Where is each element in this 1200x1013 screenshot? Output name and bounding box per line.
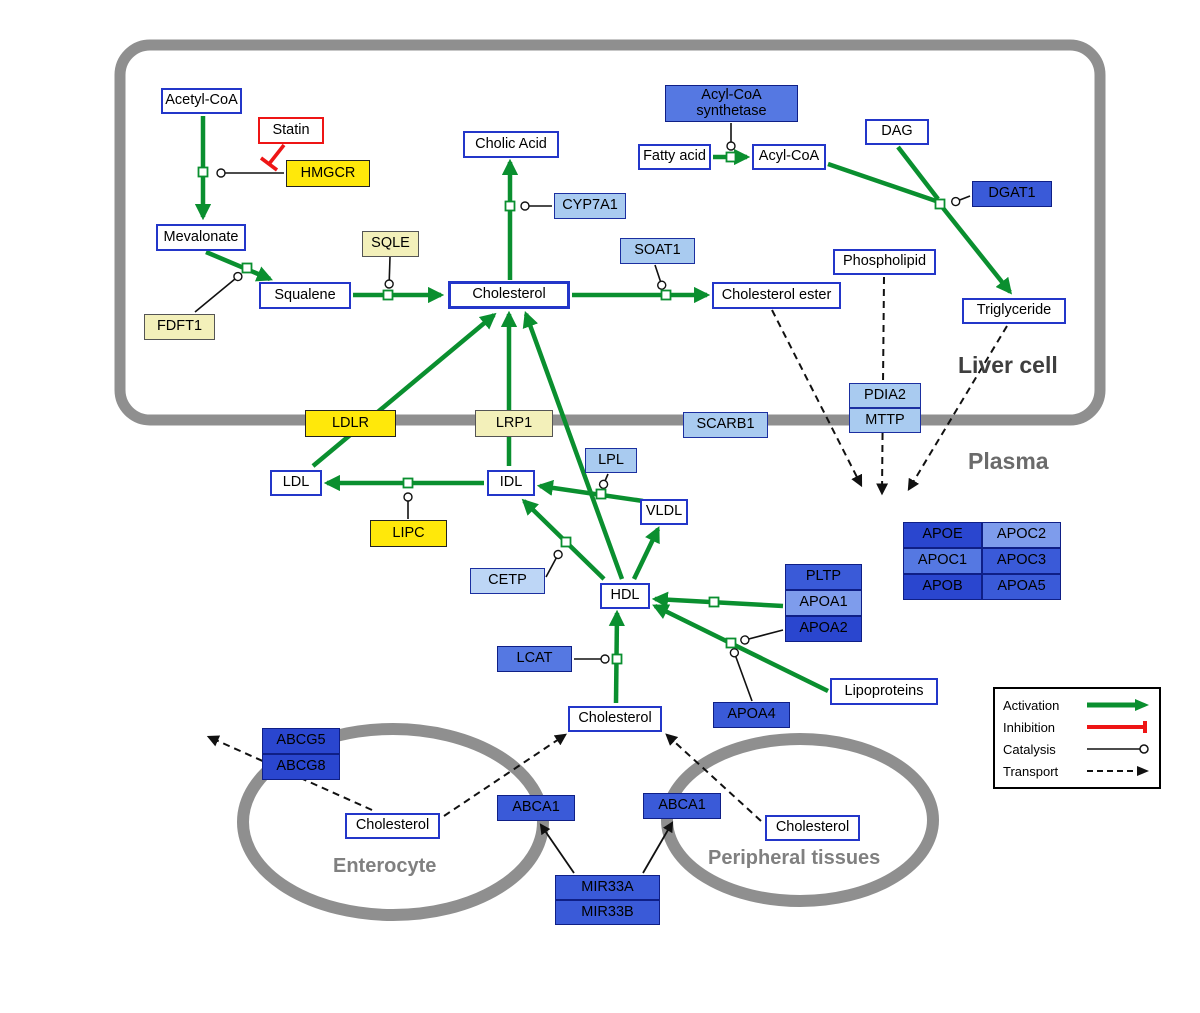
node-abcg8[interactable]: ABCG8 [262,754,340,780]
node-apob[interactable]: APOB [903,574,982,600]
activation-edges [194,116,1013,704]
node-mir33b[interactable]: MIR33B [555,900,660,925]
node-hmgcr[interactable]: HMGCR [286,160,370,187]
node-abca1-peripheral[interactable]: ABCA1 [643,793,721,819]
reaction-node-squares [197,151,946,665]
liver-cell-membrane [114,39,1106,426]
node-acetyl-coa[interactable]: Acetyl-CoA [161,88,242,114]
legend-row-activation: Activation [1003,694,1151,716]
node-cholesterol-peripheral[interactable]: Cholesterol [765,815,860,841]
node-statin[interactable]: Statin [258,117,324,144]
transport-arrow-icon [1087,766,1149,776]
inhibition-bar-icon [1087,721,1147,733]
node-vldl[interactable]: VLDL [640,499,688,525]
node-idl[interactable]: IDL [487,470,535,496]
node-apoa4[interactable]: APOA4 [713,702,790,728]
node-cyp7a1[interactable]: CYP7A1 [554,193,626,219]
node-mir33a[interactable]: MIR33A [555,875,660,900]
catalysis-edges [194,123,971,702]
activation-arrow-icon [1087,699,1149,711]
node-abca1-enterocyte[interactable]: ABCA1 [497,795,575,821]
node-mevalonate[interactable]: Mevalonate [156,224,246,251]
node-soat1[interactable]: SOAT1 [620,238,695,264]
node-acyl-coa[interactable]: Acyl-CoA [752,144,826,170]
node-dag[interactable]: DAG [865,119,929,145]
peripheral-tissues-membrane [661,733,939,907]
legend-row-inhibition: Inhibition [1003,716,1151,738]
node-scarb1[interactable]: SCARB1 [683,412,768,438]
node-apoc2[interactable]: APOC2 [982,522,1061,548]
inhibition-edge-statin-hmgcr [259,143,286,172]
legend-transport-label: Transport [1003,763,1059,779]
node-ldl[interactable]: LDL [270,470,322,496]
peripheral-tissues-label: Peripheral tissues [708,847,881,869]
node-cholesterol-liver[interactable]: Cholesterol [448,281,570,309]
node-lcat[interactable]: LCAT [497,646,572,672]
node-cholesterol-ester[interactable]: Cholesterol ester [712,282,841,309]
node-apoc1[interactable]: APOC1 [903,548,982,574]
node-acyl-coa-synthetase[interactable]: Acyl-CoA synthetase [665,85,798,122]
node-cholesterol-plasma[interactable]: Cholesterol [568,706,662,732]
legend-row-transport: Transport [1003,760,1151,782]
node-hdl[interactable]: HDL [600,583,650,609]
node-apoa2[interactable]: APOA2 [785,616,862,642]
node-sqle[interactable]: SQLE [362,231,419,257]
node-apoc3[interactable]: APOC3 [982,548,1061,574]
node-triglyceride[interactable]: Triglyceride [962,298,1066,324]
node-squalene[interactable]: Squalene [259,282,351,309]
enterocyte-label: Enterocyte [333,855,437,877]
catalysis-circle-icon [1087,744,1149,754]
node-cetp[interactable]: CETP [470,568,545,594]
node-abcg5[interactable]: ABCG5 [262,728,340,754]
node-phospholipid[interactable]: Phospholipid [833,249,936,275]
node-ldlr[interactable]: LDLR [305,410,396,437]
node-apoa1[interactable]: APOA1 [785,590,862,616]
node-pltp[interactable]: PLTP [785,564,862,590]
node-lipc[interactable]: LIPC [370,520,447,547]
node-fatty-acid[interactable]: Fatty acid [638,144,711,170]
legend-activation-label: Activation [1003,697,1060,713]
node-dgat1[interactable]: DGAT1 [972,181,1052,207]
node-lipoproteins[interactable]: Lipoproteins [830,678,938,705]
legend-catalysis-label: Catalysis [1003,741,1056,757]
node-pdia2[interactable]: PDIA2 [849,383,921,408]
mir33-arrows [539,821,674,874]
enterocyte-membrane [237,723,549,921]
node-cholesterol-enterocyte[interactable]: Cholesterol [345,813,440,839]
node-fdft1[interactable]: FDFT1 [144,314,215,340]
node-cholic-acid[interactable]: Cholic Acid [463,131,559,158]
node-mttp[interactable]: MTTP [849,408,921,433]
node-apoa5[interactable]: APOA5 [982,574,1061,600]
node-lrp1[interactable]: LRP1 [475,410,553,437]
legend-row-catalysis: Catalysis [1003,738,1151,760]
node-lpl[interactable]: LPL [585,448,637,473]
node-apoe[interactable]: APOE [903,522,982,548]
liver-cell-label: Liver cell [958,352,1058,378]
legend: Activation Inhibition Catalysis Transpor… [993,687,1161,789]
legend-inhibition-label: Inhibition [1003,719,1056,735]
plasma-label: Plasma [968,448,1049,474]
